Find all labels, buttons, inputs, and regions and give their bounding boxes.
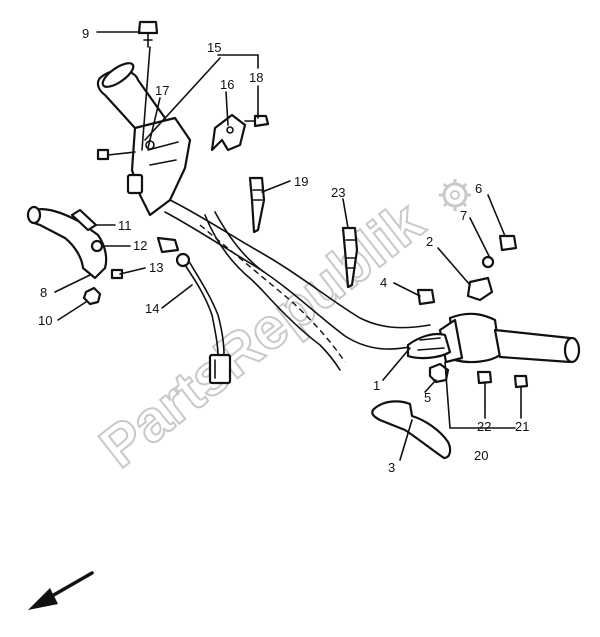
right-grip <box>493 328 581 364</box>
label-10: 10 <box>38 313 52 328</box>
bracket-1 <box>406 332 452 360</box>
label-15: 15 <box>207 40 221 55</box>
clutch-lever <box>26 205 108 280</box>
label-7: 7 <box>460 208 467 223</box>
label-11: 11 <box>118 218 132 233</box>
watermark-text: PartsRepublik <box>88 188 436 480</box>
label-17: 17 <box>155 83 169 98</box>
label-18: 18 <box>249 70 263 85</box>
screw-18 <box>244 114 270 128</box>
washer-7 <box>481 255 495 269</box>
clutch-switch-wire <box>156 236 232 385</box>
label-8: 8 <box>40 285 47 300</box>
handlebar <box>164 199 431 371</box>
screw-4 <box>416 288 436 306</box>
label-14: 14 <box>145 301 159 316</box>
label-20: 20 <box>474 448 488 463</box>
brake-lever <box>371 400 452 460</box>
left-grip <box>96 62 167 132</box>
label-23: 23 <box>331 185 345 200</box>
part-labels: 9 15 18 17 16 11 12 13 8 10 14 19 23 4 2… <box>38 26 529 475</box>
gear-icon <box>439 179 471 211</box>
label-22: 22 <box>477 419 491 434</box>
label-3: 3 <box>388 460 395 475</box>
cable-tie-19 <box>248 176 266 234</box>
clamp-part-16 <box>210 113 247 152</box>
label-21: 21 <box>515 419 529 434</box>
label-13: 13 <box>149 260 163 275</box>
screw-22 <box>476 370 493 406</box>
label-9: 9 <box>82 26 89 41</box>
label-4: 4 <box>380 275 387 290</box>
label-16: 16 <box>220 77 234 92</box>
nut-12 <box>90 239 104 253</box>
label-6: 6 <box>475 181 482 196</box>
screw-9 <box>137 20 159 48</box>
screw-17 <box>96 148 136 161</box>
label-19: 19 <box>294 174 308 189</box>
leader-lines <box>54 31 522 461</box>
label-1: 1 <box>373 378 380 393</box>
cable-tie-23 <box>341 226 359 289</box>
screw-6 <box>498 234 518 252</box>
screw-21 <box>513 374 529 409</box>
arrow-left-down-icon <box>28 571 94 610</box>
left-switch-assembly <box>126 116 192 217</box>
label-2: 2 <box>426 234 433 249</box>
label-12: 12 <box>133 238 147 253</box>
nut-10 <box>82 286 102 306</box>
label-5: 5 <box>424 390 431 405</box>
